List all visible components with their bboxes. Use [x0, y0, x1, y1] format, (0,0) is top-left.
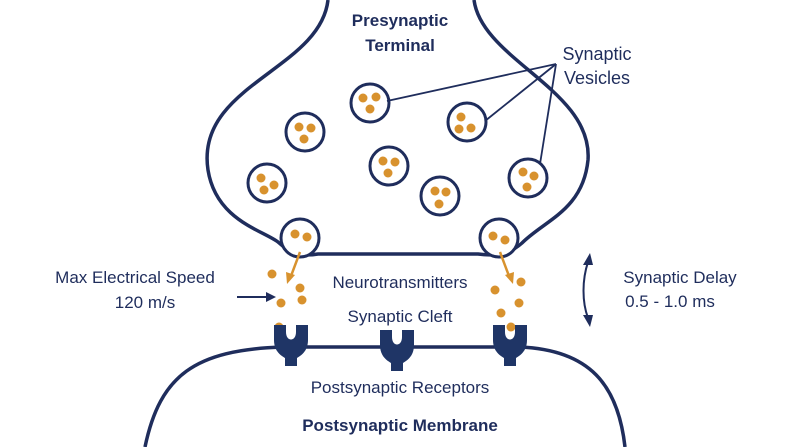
- delay-double-arrow: [582, 253, 593, 327]
- vesicle-pointer-lines: [386, 63, 557, 165]
- synaptic-delay-label-line1: Synaptic Delay: [623, 268, 737, 287]
- release-arrow-right: [498, 251, 514, 284]
- vesicle: [446, 101, 488, 143]
- fusing-vesicle-left: [279, 217, 321, 259]
- vesicles-label-line2: Vesicles: [564, 68, 630, 88]
- vesicle: [246, 162, 288, 204]
- max-speed-label-line2: 120 m/s: [115, 293, 175, 312]
- neurotransmitters-label: Neurotransmitters: [332, 273, 467, 292]
- vesicle: [368, 145, 410, 187]
- vesicle: [284, 111, 326, 153]
- receptor: [274, 325, 308, 366]
- presynaptic-title-line1: Presynaptic: [352, 11, 448, 30]
- postsynaptic-membrane-label: Postsynaptic Membrane: [302, 416, 498, 435]
- max-speed-label-line1: Max Electrical Speed: [55, 268, 215, 287]
- fusing-vesicle-right: [478, 217, 520, 259]
- receptor: [380, 330, 414, 371]
- vesicle: [349, 82, 391, 124]
- presynaptic-title-line2: Terminal: [365, 36, 435, 55]
- speed-arrow: [237, 292, 276, 302]
- postsynaptic-receptors-label: Postsynaptic Receptors: [311, 378, 490, 397]
- receptor: [493, 325, 527, 366]
- vesicles-label-line1: Synaptic: [562, 44, 631, 64]
- synaptic-delay-label-line2: 0.5 - 1.0 ms: [625, 292, 715, 311]
- vesicle: [507, 157, 549, 199]
- presynaptic-terminal-outline: [205, 0, 590, 257]
- synaptic-cleft-label: Synaptic Cleft: [348, 307, 453, 326]
- vesicle: [419, 175, 461, 217]
- release-arrow-left: [286, 251, 302, 284]
